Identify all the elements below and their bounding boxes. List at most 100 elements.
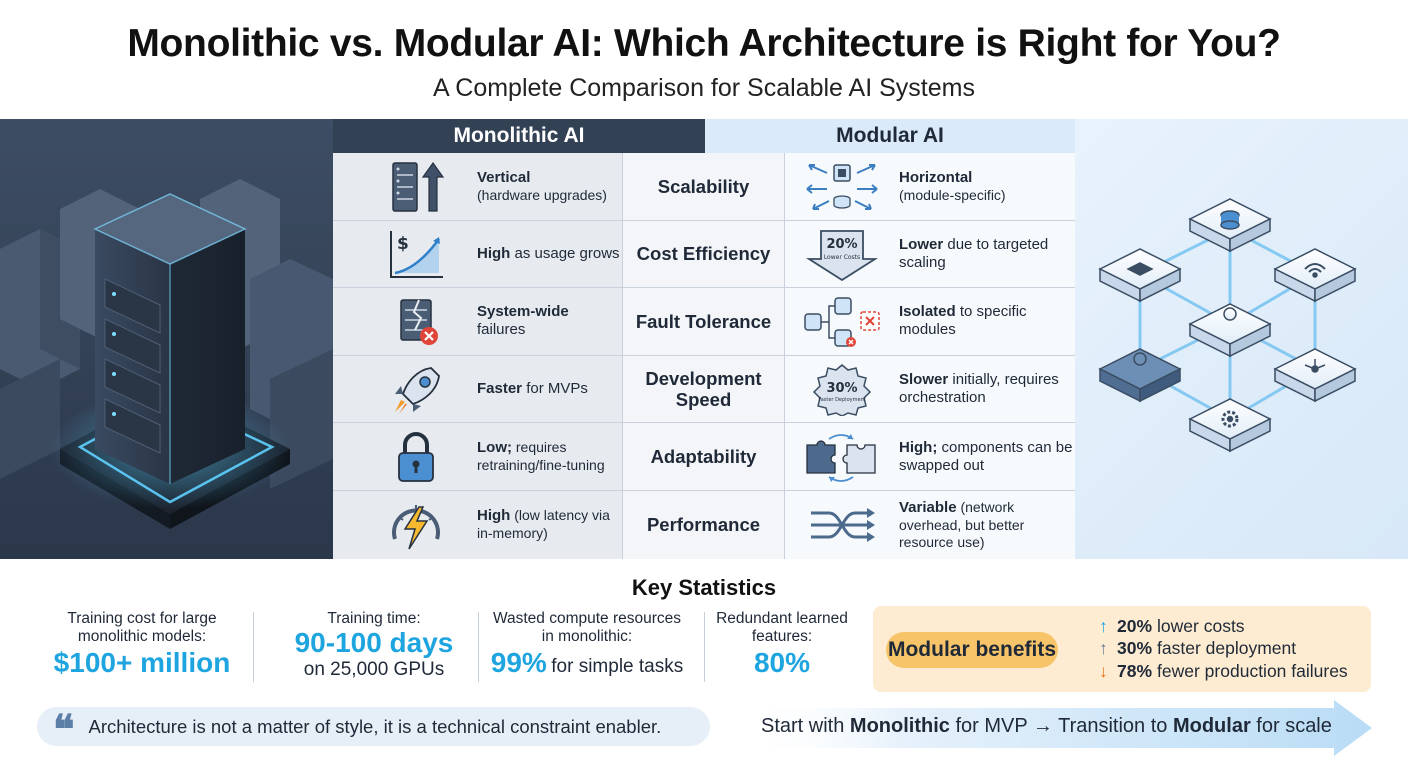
recommendation-arrow: Start with Monolithic for MVP → Transiti…: [744, 700, 1372, 756]
monolithic-value: Vertical (hardware upgrades): [477, 153, 623, 220]
stat-value: $100+ million: [53, 646, 231, 678]
arrow-right-icon: [744, 700, 1372, 756]
monolithic-cell: Low; requires retraining/fine-tuning: [333, 423, 623, 490]
monolithic-cell: Vertical (hardware upgrades): [333, 153, 623, 220]
broken-server-icon: [400, 299, 438, 346]
monolithic-server-illustration: [0, 119, 333, 559]
monolithic-cell: $ High as usage grows: [333, 220, 623, 288]
modular-value-bold: High;: [899, 438, 938, 456]
modular-value: High; components can be swapped out: [899, 423, 1073, 490]
table-row: Low; requires retraining/fine-tuning Ada…: [333, 423, 1075, 491]
table-row: System-wide failures Fault Tolerance: [333, 288, 1075, 356]
monolithic-value-detail: requires retraining/fine-tuning: [477, 439, 605, 474]
lower-costs-arrow-icon: 20% Lower Costs: [805, 229, 879, 281]
stat-wasted-compute: Wasted compute resources in monolithic: …: [486, 610, 688, 678]
benefit-text: fewer production failures: [1157, 660, 1348, 681]
monolithic-value-bold: System-wide: [477, 303, 569, 321]
criterion-label: Fault Tolerance: [623, 288, 785, 355]
monolithic-cell: High (low latency via in-memory): [333, 491, 623, 559]
modular-hexagon-network-illustration: [1075, 119, 1408, 559]
stat-training-time: Training time: 90-100 days on 25,000 GPU…: [262, 610, 486, 681]
modular-value-bold: Variable: [899, 499, 957, 516]
modular-benefits-box: Modular benefits ↑ 20% lower costs ↑ 30%…: [873, 606, 1371, 692]
modular-value-bold: Horizontal: [899, 168, 973, 186]
stat-value: 90-100 days: [294, 626, 454, 658]
modular-cell: 30% Faster Deployment Slower initially, …: [785, 355, 1075, 423]
cta-modular: Modular: [1172, 715, 1251, 737]
benefit-text: faster deployment: [1157, 638, 1297, 659]
faster-deployment-caption: Faster Deployment: [818, 397, 865, 403]
modular-cell: Variable (network overhead, but better r…: [785, 491, 1075, 559]
cost-growth-chart-icon: $: [390, 230, 443, 278]
monolithic-cell: Faster for MVPs: [333, 355, 623, 423]
monolithic-column-header: Monolithic AI: [333, 119, 705, 153]
monolithic-value-detail: failures: [477, 321, 526, 339]
stat-sub: on 25,000 GPUs: [303, 658, 445, 680]
page-subtitle: A Complete Comparison for Scalable AI Sy…: [433, 74, 975, 102]
stat-training-cost: Training cost for large monolithic model…: [40, 610, 244, 678]
list-item: ↓ 78% fewer production failures: [1099, 660, 1348, 683]
lower-costs-caption: Lower Costs: [824, 254, 860, 261]
benefit-value: 30%: [1117, 638, 1153, 659]
monolithic-value-detail: as usage grows: [514, 244, 620, 262]
svg-text:$: $: [397, 234, 409, 254]
modular-value: Isolated to specific modules: [899, 288, 1073, 355]
comparison-table: Vertical (hardware upgrades) Scalability: [333, 153, 1075, 559]
criterion-label: Scalability: [623, 153, 785, 220]
stat-divider: [478, 612, 479, 682]
monolithic-value: High as usage grows: [477, 221, 623, 288]
benefit-text: lower costs: [1157, 615, 1245, 636]
stat-label: Redundant learned features:: [716, 610, 848, 645]
criterion-label: Performance: [623, 491, 785, 559]
modular-value-bold: Isolated: [899, 303, 956, 321]
recommendation-text: Start with Monolithic for MVP → Transiti…: [761, 715, 1332, 738]
key-statistics-title: Key Statistics: [631, 575, 777, 600]
modular-cell: 20% Lower Costs Lower due to targeted sc…: [785, 220, 1075, 288]
modular-value: Variable (network overhead, but better r…: [899, 491, 1073, 559]
modular-value: Horizontal (module-specific): [899, 153, 1073, 220]
modular-value: Slower initially, requires orchestration: [899, 356, 1073, 423]
quote-mark-icon: ❝: [53, 705, 75, 753]
criterion-label: Adaptability: [623, 423, 785, 490]
criterion-label: Development Speed: [623, 355, 785, 423]
arrow-down-icon: ↓: [1099, 660, 1108, 681]
monolithic-value: High (low latency via in-memory): [477, 491, 623, 559]
list-item: ↑ 30% faster deployment: [1099, 638, 1348, 661]
monolithic-value-bold: Faster: [477, 380, 523, 398]
modular-value-bold: Lower: [899, 235, 944, 253]
monolithic-value: Faster for MVPs: [477, 356, 623, 423]
table-row: Vertical (hardware upgrades) Scalability: [333, 153, 1075, 221]
rocket-icon: [395, 366, 440, 414]
monolithic-value-bold: High: [477, 244, 511, 262]
modular-value-detail: (network overhead, but better resource u…: [899, 499, 1025, 550]
monolithic-value-detail: for MVPs: [526, 380, 588, 398]
monolithic-value-bold: Vertical: [477, 168, 531, 186]
server-upgrade-icon: [392, 161, 445, 212]
modular-cell: High; components can be swapped out: [785, 423, 1075, 490]
modular-cell: Isolated to specific modules: [785, 288, 1075, 355]
stat-label: Wasted compute resources in monolithic:: [492, 610, 682, 645]
stat-redundant-features: Redundant learned features: 80%: [710, 610, 854, 678]
stat-divider: [253, 612, 254, 682]
quote-text: Architecture is not a matter of style, i…: [88, 715, 662, 737]
faster-deployment-badge-icon: 30% Faster Deployment: [812, 363, 872, 416]
modular-value-detail: to specific modules: [899, 303, 1027, 339]
benefit-value: 20%: [1117, 615, 1153, 636]
lightning-gauge-icon: [392, 505, 440, 550]
page-title: Monolithic vs. Modular AI: Which Archite…: [127, 22, 1281, 65]
modular-value-detail: initially, requires orchestration: [899, 371, 1059, 407]
cta-monolithic: Monolithic: [849, 715, 950, 737]
modular-value-detail: due to targeted scaling: [899, 235, 1049, 271]
monolithic-value: System-wide failures: [477, 288, 623, 355]
comparison-band: Monolithic AI Modular AI Vertical (hardw…: [0, 119, 1408, 559]
modular-benefits-label: Modular benefits: [886, 632, 1058, 668]
table-row: Faster for MVPs Development Speed 30% Fa…: [333, 355, 1075, 424]
arrow-up-icon: ↑: [1099, 615, 1108, 636]
list-item: ↑ 20% lower costs: [1099, 615, 1348, 638]
faster-deployment-percent: 30%: [826, 381, 857, 396]
arrow-up-icon: ↑: [1099, 638, 1108, 659]
stat-sub: for simple tasks: [551, 655, 684, 677]
monolithic-value-bold: Low;: [477, 439, 512, 457]
monolithic-value-detail: (low latency via in-memory): [477, 507, 610, 542]
stat-divider: [704, 612, 705, 682]
